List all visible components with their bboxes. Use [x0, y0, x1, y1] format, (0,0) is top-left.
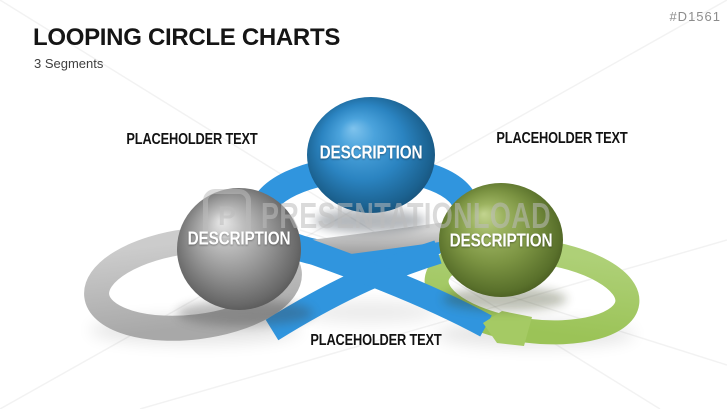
description-label-right: DESCRIPTION — [449, 230, 553, 251]
placeholder-label-left: PLACEHOLDER TEXT — [126, 131, 258, 148]
sphere-shadows — [177, 209, 567, 326]
placeholder-label-right: PLACEHOLDER TEXT — [496, 130, 628, 147]
description-label-left: DESCRIPTION — [187, 228, 291, 249]
sphere-top-blue — [307, 97, 435, 213]
sphere-left-gray — [177, 188, 301, 310]
page-subtitle: 3 Segments — [34, 56, 104, 71]
placeholder-label-bottom: PLACEHOLDER TEXT — [310, 332, 442, 349]
page-title: LOOPING CIRCLE CHARTS — [33, 24, 341, 51]
blue-band-over — [273, 228, 492, 337]
product-id-badge: #D1561 — [669, 9, 721, 24]
sphere-right-green — [439, 183, 563, 297]
green-chevron-junction — [483, 311, 532, 346]
description-label-top: DESCRIPTION — [319, 142, 423, 163]
